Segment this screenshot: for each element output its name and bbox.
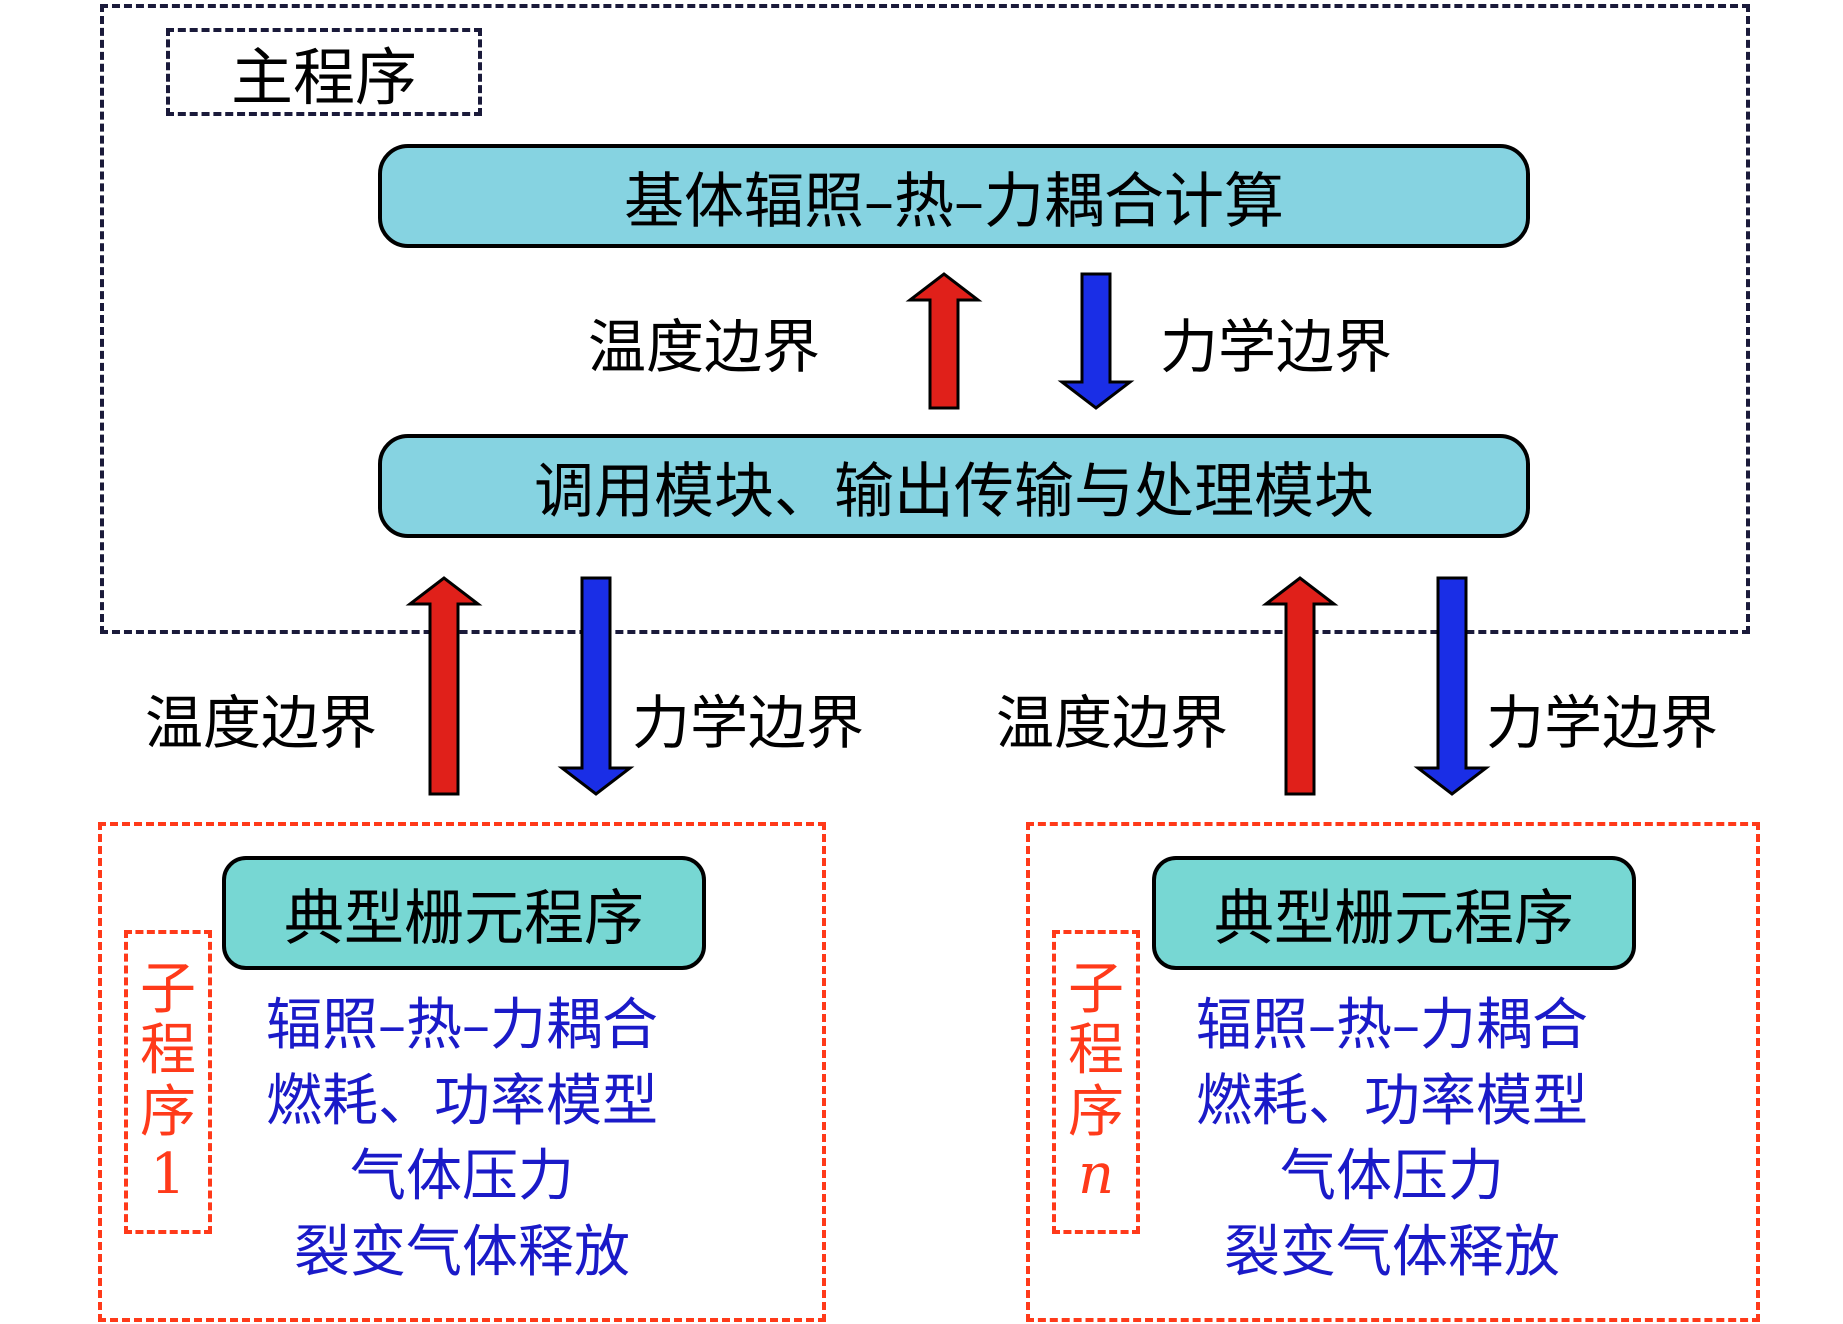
subprogram-1-tag-char: 子 (140, 956, 196, 1022)
right-down-arrow (1413, 576, 1491, 796)
main-program-frame (100, 4, 1750, 634)
subprogram-1-tag-char: 序 (140, 1080, 196, 1145)
subprogram-n-tag: 子 程 序 n (1052, 930, 1140, 1234)
left-down-arrow (557, 576, 635, 796)
subprogram-1-items: 辐照–热–力耦合 燃耗、功率模型 气体压力 裂变气体释放 (214, 988, 710, 1290)
subprogram-n-tag-char: n (1077, 1141, 1115, 1207)
left-temperature-boundary-label: 温度边界 (145, 689, 378, 757)
left-mechanical-boundary-label: 力学边界 (632, 689, 865, 757)
list-item: 辐照–热–力耦合 (1196, 993, 1588, 1058)
list-item: 裂变气体释放 (1224, 1219, 1560, 1285)
main-program-label: 主程序 (166, 28, 482, 116)
subprogram-n-title: 典型栅元程序 (1152, 856, 1636, 970)
subprogram-1-tag-char: 程 (140, 1018, 196, 1084)
coupling-calculation-box: 基体辐照–热–力耦合计算 (378, 144, 1530, 248)
right-up-arrow (1261, 576, 1339, 796)
subprogram-1-title: 典型栅元程序 (222, 856, 706, 970)
subprogram-1-tag-char: 1 (150, 1141, 186, 1207)
left-up-arrow (405, 576, 483, 796)
inner-down-arrow (1057, 272, 1135, 410)
list-item: 气体压力 (1280, 1144, 1504, 1210)
interface-module-box: 调用模块、输出传输与处理模块 (378, 434, 1530, 538)
inner-temperature-boundary-label: 温度边界 (588, 313, 821, 381)
inner-up-arrow (905, 272, 983, 410)
list-item: 燃耗、功率模型 (266, 1068, 658, 1134)
list-item: 燃耗、功率模型 (1196, 1068, 1588, 1134)
subprogram-n-tag-char: 程 (1068, 1018, 1124, 1084)
subprogram-1-frame (98, 822, 826, 1322)
right-mechanical-boundary-label: 力学边界 (1486, 689, 1719, 757)
list-item: 气体压力 (350, 1144, 574, 1210)
subprogram-n-tag-char: 序 (1068, 1080, 1124, 1145)
list-item: 裂变气体释放 (294, 1219, 630, 1285)
list-item: 辐照–热–力耦合 (266, 993, 658, 1058)
subprogram-n-tag-char: 子 (1068, 956, 1124, 1022)
inner-mechanical-boundary-label: 力学边界 (1160, 313, 1393, 381)
subprogram-n-frame (1026, 822, 1760, 1322)
subprogram-1-tag: 子 程 序 1 (124, 930, 212, 1234)
subprogram-n-items: 辐照–热–力耦合 燃耗、功率模型 气体压力 裂变气体释放 (1144, 988, 1640, 1290)
right-temperature-boundary-label: 温度边界 (996, 689, 1229, 757)
